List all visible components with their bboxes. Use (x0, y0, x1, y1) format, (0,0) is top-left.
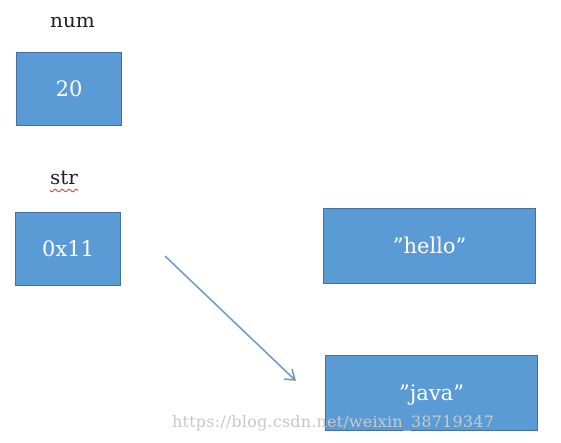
num-label: num (50, 8, 95, 32)
str-value-box: 0x11 (15, 212, 121, 286)
java-string-value: ”java” (399, 381, 464, 405)
str-label: str (50, 165, 78, 189)
str-value: 0x11 (42, 237, 94, 261)
hello-string-value: ”hello” (392, 234, 467, 258)
num-value: 20 (55, 77, 83, 101)
hello-string-box: ”hello” (323, 208, 536, 284)
watermark-text: https://blog.csdn.net/weixin_38719347 (172, 412, 495, 431)
java-string-box: ”java” (325, 355, 538, 431)
num-value-box: 20 (16, 52, 122, 126)
